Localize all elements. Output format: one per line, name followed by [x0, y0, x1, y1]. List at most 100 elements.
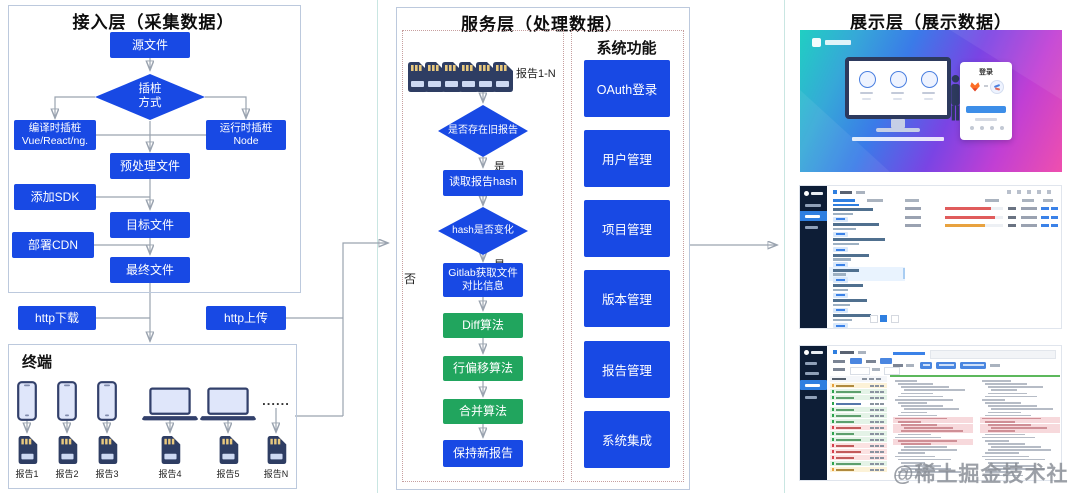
sidebar-logo-icon [804, 191, 809, 196]
diff-action-button [920, 361, 932, 369]
sidebar-logo-text [811, 192, 823, 195]
file-name-bar [836, 402, 861, 405]
tab-underline [833, 204, 859, 206]
service-layer-panel [396, 7, 690, 490]
page-next [891, 315, 899, 323]
code-line-bar [985, 452, 1019, 455]
file-status-icon [831, 444, 835, 448]
badge-text-bar [836, 294, 845, 297]
code-line-bar [895, 455, 935, 458]
system-function-item: OAuth登录 [584, 60, 670, 117]
project-badge [833, 246, 848, 253]
diff-action-button [960, 361, 986, 369]
code-line-bar [991, 465, 1035, 467]
monitor-avatar-icon [859, 71, 876, 88]
diff-search-input [930, 350, 1056, 359]
project-sub-bar [833, 258, 851, 261]
report-label: 报告4 [158, 469, 182, 479]
sd-card-icon [217, 436, 239, 464]
file-metric-bar [875, 420, 879, 423]
file-row [830, 455, 887, 461]
file-metric-bar [875, 450, 879, 453]
sidebar-menu-item [805, 372, 819, 375]
filter-label-bar [833, 359, 845, 363]
sd-card-icon [56, 436, 78, 464]
login-page-screenshot: 登录 [800, 30, 1062, 172]
action-link-bar [1051, 215, 1058, 219]
date-bar [1021, 224, 1037, 228]
file-metric-bar [870, 462, 874, 465]
file-row [830, 407, 887, 413]
file-metric-bar [880, 426, 884, 429]
file-metric-bar [880, 390, 884, 393]
code-line-bar [991, 389, 1017, 392]
file-metric-bar [875, 444, 879, 447]
node-line-offset-algorithm: 行偏移算法 [443, 356, 523, 381]
diff-file-link-bar [893, 352, 925, 355]
file-name-bar [836, 432, 854, 435]
file-list-header [830, 376, 887, 382]
file-metric-bar [875, 390, 879, 393]
code-line-bar [991, 427, 1047, 429]
file-status-icon [831, 390, 835, 394]
toolbar-icon [1017, 190, 1021, 194]
tab-inactive-bar [867, 199, 883, 202]
version-bar [905, 207, 921, 210]
monitor-avatar-icon [921, 71, 938, 88]
code-line-bar [904, 389, 965, 392]
social-icon [990, 126, 994, 130]
diff-removed-line [893, 420, 973, 424]
file-metric-bar [875, 414, 879, 417]
header-bar [832, 377, 846, 381]
sidebar-menu-item [805, 362, 817, 365]
file-metric-bar [870, 456, 874, 459]
file-name-bar [836, 396, 854, 399]
file-metric-bar [880, 468, 884, 471]
breadcrumb-icon [833, 350, 837, 354]
code-line-bar [985, 433, 1025, 436]
report-label: 报告N [263, 469, 289, 479]
system-function-item: 用户管理 [584, 130, 670, 187]
report-label: 报告2 [55, 469, 79, 479]
breadcrumb-bar [840, 350, 854, 354]
percent-bar [1008, 207, 1016, 210]
report-label: 报告3 [95, 469, 119, 479]
project-badge [833, 277, 848, 283]
coverage-fill [945, 207, 991, 210]
file-metric-bar [880, 408, 884, 411]
code-line-bar [898, 458, 951, 461]
node-merge-algorithm: 合并算法 [443, 399, 523, 424]
file-row [830, 395, 887, 401]
filter-input [850, 366, 870, 375]
badge-text-bar [836, 309, 845, 312]
project-sub-bar [833, 303, 850, 307]
node-read-hash: 读取报告hash [443, 170, 523, 196]
file-name-bar [836, 456, 854, 459]
column-separator [784, 0, 785, 493]
diff-action-button [936, 361, 956, 369]
toolbar-icon [1007, 190, 1011, 194]
file-metric-bar [880, 450, 884, 453]
filter-toggle-button [880, 358, 892, 364]
file-metric-bar [870, 468, 874, 471]
more-devices-dots: ...... [262, 393, 290, 408]
file-metric-bar [875, 468, 879, 471]
file-metric-bar [880, 420, 884, 423]
header-bar [876, 377, 881, 381]
code-line-bar [991, 446, 1041, 448]
file-metric-bar [870, 384, 874, 387]
toolbar-icon [1027, 190, 1031, 194]
breadcrumb-icon [833, 190, 837, 194]
file-name-bar [836, 408, 854, 411]
file-status-icon [831, 414, 835, 418]
code-line-bar [904, 465, 941, 467]
code-line-bar [985, 471, 1013, 474]
system-functions-box [571, 30, 684, 482]
diff-removed-line [980, 420, 1060, 424]
file-row [830, 383, 887, 389]
code-line-bar [985, 458, 1045, 461]
login-caption-bar [852, 137, 944, 141]
action-link-bar [1041, 224, 1049, 228]
action-link-bar [1051, 224, 1058, 228]
